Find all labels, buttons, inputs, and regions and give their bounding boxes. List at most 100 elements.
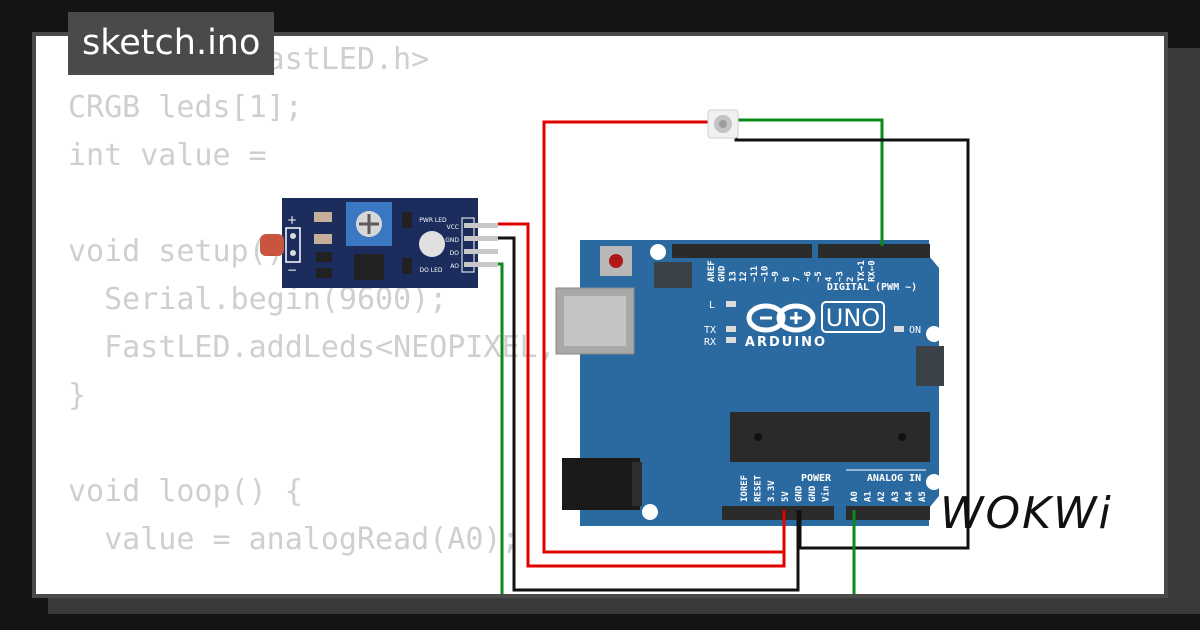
analog-pin-label: A2 xyxy=(877,491,887,502)
digital-pin-label: TX→1 xyxy=(857,260,867,282)
mount-hole xyxy=(650,244,666,260)
dc-jack xyxy=(562,458,640,510)
wire-green-led xyxy=(736,118,884,246)
digital-pin-label: 7 xyxy=(793,277,803,282)
power-pin-label: Vin xyxy=(821,486,832,502)
led-l xyxy=(726,301,736,307)
code-line: CRGB leds[1]; xyxy=(68,90,303,125)
sensor-pin[interactable] xyxy=(464,223,498,228)
digital-header-right xyxy=(818,244,930,258)
resistor xyxy=(314,212,332,222)
arduino-logo-icon xyxy=(746,303,816,333)
power-pin-label: GND xyxy=(794,485,804,502)
microcontroller-chip xyxy=(730,412,930,462)
wire-red-led xyxy=(542,120,786,554)
pwr-led-label: PWR LED xyxy=(419,217,447,224)
analog-label: ANALOG IN xyxy=(867,473,921,484)
digital-pin-label: ~5 xyxy=(814,271,824,282)
digital-pin-label: ~6 xyxy=(803,271,813,282)
sensor-pin[interactable] xyxy=(464,262,498,267)
sensor-pins: VCC GND DO AO xyxy=(445,223,498,270)
arduino-uno-board: UNO ARDUINO DIGITAL (PWM ~) POWER ANALOG… xyxy=(555,240,944,526)
power-label: POWER xyxy=(801,473,832,484)
usb-port-inner xyxy=(564,296,626,346)
digital-header-left xyxy=(672,244,812,258)
led-l-label: L xyxy=(709,300,715,311)
analog-pin-label: A3 xyxy=(891,491,901,502)
digital-pin-label: 13 xyxy=(728,271,738,282)
sensor-pin-label: GND xyxy=(445,237,459,244)
power-pin-label: IOREF xyxy=(740,475,750,502)
code-line: } xyxy=(68,378,87,413)
digital-pin-label: 8 xyxy=(782,277,792,282)
analog-pin-label: A5 xyxy=(918,491,928,502)
led-tx xyxy=(726,326,736,332)
analog-header xyxy=(846,506,930,520)
mount-hole xyxy=(926,326,942,342)
chip-dot xyxy=(898,433,906,441)
preview-card: #include <FastLED.h>CRGB leds[1];int val… xyxy=(32,32,1168,598)
digital-pin-label: ~10 xyxy=(761,266,771,282)
neopixel-led[interactable] xyxy=(707,109,739,139)
pin-header xyxy=(461,217,475,273)
capacitor xyxy=(316,268,332,278)
smd-part xyxy=(402,258,412,274)
digital-pin-label: 2 xyxy=(846,277,856,282)
mount-hole xyxy=(926,474,942,490)
photoresistor-sensor-module[interactable]: + − PWR LED DO LED VCC GND DO AO xyxy=(260,198,498,288)
power-pin-label: RESET xyxy=(754,474,764,502)
sensor-pin[interactable] xyxy=(464,236,498,241)
led-on xyxy=(894,326,904,332)
power-header xyxy=(722,506,834,520)
code-line: FastLED.addLeds<NEOPIXEL, xyxy=(68,330,556,365)
code-line: void loop() { xyxy=(68,474,303,509)
digital-pin-label: AREF xyxy=(707,260,717,282)
chip-dot xyxy=(754,433,762,441)
sensor-pin[interactable] xyxy=(464,249,498,254)
digital-pin-label: ~3 xyxy=(835,271,845,282)
digital-pin-label: RX←0 xyxy=(868,260,878,282)
led-on-label: ON xyxy=(909,325,921,336)
sensor-plus-label: + xyxy=(287,213,297,227)
uno-badge xyxy=(821,301,885,333)
arduino-brand: ARDUINO xyxy=(745,335,827,350)
icsp-header xyxy=(654,262,692,288)
comparator-chip xyxy=(354,254,384,280)
analog-pin-label: A0 xyxy=(850,491,860,502)
power-pin-label: 3.3V xyxy=(767,480,777,502)
power-pin-label: GND xyxy=(808,485,818,502)
led-tx-label: TX xyxy=(704,325,716,336)
code-line: int value = xyxy=(68,138,285,173)
sensor-pin-label: DO xyxy=(450,250,460,257)
dc-jack-edge xyxy=(632,462,642,506)
digital-pin-label: 12 xyxy=(739,271,749,282)
sensor-minus-label: − xyxy=(287,263,297,277)
wire-black-gnd xyxy=(498,236,800,592)
analog-pin-label: A4 xyxy=(904,491,914,502)
power-pin-label: 5V xyxy=(781,491,791,502)
resistor xyxy=(314,234,332,244)
arduino-model: UNO xyxy=(826,304,880,332)
capacitor xyxy=(316,252,332,262)
sensor-pin-label: AO xyxy=(450,263,459,270)
led-rx xyxy=(726,337,736,343)
wokwi-logo: WOKWi xyxy=(940,488,1113,539)
ldr-socket xyxy=(285,227,301,263)
reset-button-cap xyxy=(609,254,623,268)
analog-pin-label: A1 xyxy=(864,491,874,502)
sketch-title: sketch.ino xyxy=(68,12,275,75)
do-led-label: DO LED xyxy=(419,267,442,274)
digital-pin-label: ~9 xyxy=(771,271,781,282)
digital-label: DIGITAL (PWM ~) xyxy=(827,282,917,293)
digital-pin-label: ~11 xyxy=(750,266,760,282)
digital-pin-label: GND xyxy=(718,265,728,282)
digital-pin-label: 4 xyxy=(825,276,835,282)
pwr-led-icon xyxy=(419,231,445,257)
icsp-header-right xyxy=(916,346,944,386)
sensor-pin-label: VCC xyxy=(447,224,459,231)
mount-hole xyxy=(642,504,658,520)
smd-part xyxy=(402,212,412,228)
